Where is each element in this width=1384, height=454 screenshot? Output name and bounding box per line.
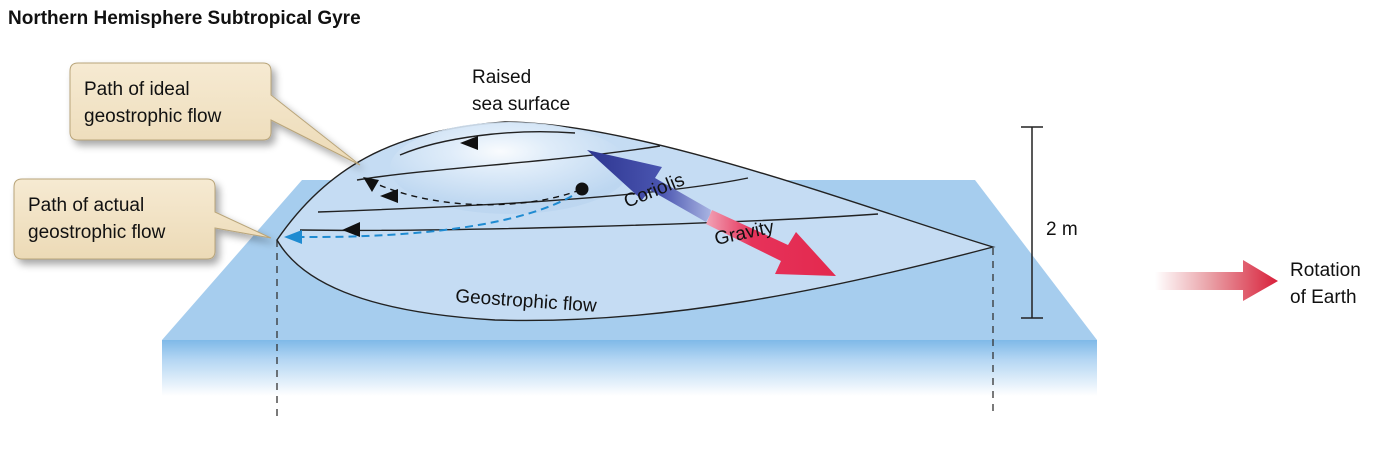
raised-label-line-1: Raised	[472, 67, 531, 88]
contour-1	[399, 131, 576, 156]
ideal-path-callout	[69, 62, 361, 166]
ideal-path-arrowhead	[363, 177, 379, 192]
height-label: 2 m	[1046, 219, 1078, 240]
ideal-callout-bubble	[69, 62, 361, 166]
ideal-callout-line-1: Path of ideal	[84, 79, 190, 100]
rotation-label-line-2: of Earth	[1290, 287, 1357, 308]
actual-path-arrowhead	[284, 230, 302, 244]
water-parcel-dot	[575, 182, 589, 196]
rotation-label-line-1: Rotation	[1290, 260, 1361, 281]
actual-callout-line-2: geostrophic flow	[28, 222, 166, 243]
ideal-callout-line-2: geostrophic flow	[84, 106, 222, 127]
ideal-callout-text: Path of ideal geostrophic flow	[84, 79, 222, 127]
gravity-arrow	[706, 210, 836, 276]
raised-sea-surface-label: Raised sea surface	[472, 67, 570, 115]
actual-callout-bubble	[13, 178, 272, 260]
ocean-front-face	[162, 340, 1097, 396]
rotation-arrow	[1155, 260, 1278, 301]
height-scale-bar	[1021, 126, 1043, 319]
rotation-label: Rotation of Earth	[1290, 260, 1366, 308]
contour-2	[356, 145, 661, 181]
coriolis-arrow	[587, 150, 711, 222]
flow-arrowheads	[342, 136, 478, 237]
arrowhead-3	[342, 222, 360, 237]
contour-4	[299, 213, 879, 232]
arrowhead-1	[460, 136, 478, 150]
actual-callout-line-1: Path of actual	[28, 195, 144, 216]
raised-label-line-2: sea surface	[472, 94, 570, 115]
actual-path-callout	[13, 178, 272, 260]
arrowhead-2	[380, 189, 398, 203]
mound-crest-highlight	[390, 122, 630, 214]
diagram-title: Northern Hemisphere Subtropical Gyre	[8, 8, 361, 29]
ideal-flow-path	[367, 179, 581, 206]
actual-callout-text: Path of actual geostrophic flow	[28, 195, 166, 243]
